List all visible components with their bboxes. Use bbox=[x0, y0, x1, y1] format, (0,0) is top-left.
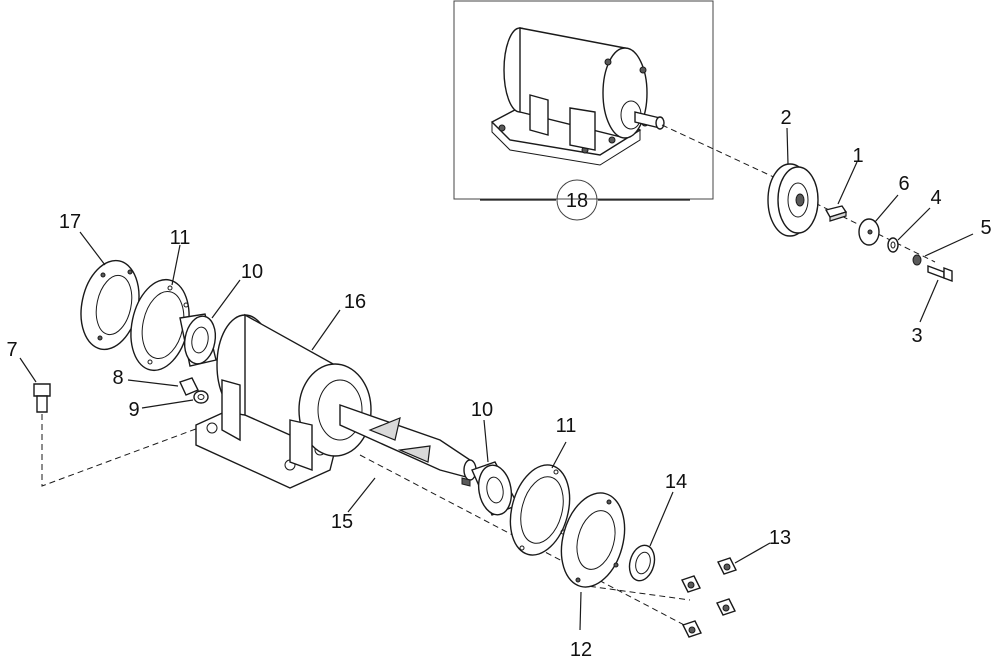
bolt-13-d bbox=[682, 620, 702, 638]
callout-13: 13 bbox=[769, 527, 791, 549]
washer-9 bbox=[141, 390, 209, 409]
lock-washer-4 bbox=[887, 207, 931, 253]
inset-motor-assembly bbox=[453, 0, 714, 221]
plug-8 bbox=[127, 377, 199, 396]
callout-11-upper: 11 bbox=[170, 227, 191, 249]
callout-15: 15 bbox=[331, 511, 353, 533]
motor-axis-line bbox=[661, 124, 781, 181]
key-part bbox=[824, 161, 858, 222]
pulley-group bbox=[767, 127, 819, 237]
inset-frame bbox=[453, 0, 714, 200]
callout-10-upper: 10 bbox=[241, 261, 263, 283]
callout-9: 9 bbox=[128, 399, 139, 421]
callout-18-circle bbox=[556, 179, 598, 221]
oil-seal-14 bbox=[628, 491, 674, 582]
callout-17: 17 bbox=[59, 211, 81, 233]
callout-8: 8 bbox=[112, 367, 123, 389]
callout-4: 4 bbox=[930, 187, 941, 209]
callout-16: 16 bbox=[344, 291, 366, 313]
bolt-3 bbox=[919, 264, 953, 323]
flange-cover-12 bbox=[560, 492, 626, 631]
callout-18: 18 bbox=[566, 190, 588, 212]
callout-5: 5 bbox=[980, 217, 991, 239]
bolt-13-b bbox=[681, 575, 701, 593]
callout-11-lower: 11 bbox=[556, 415, 577, 437]
callout-labels: 1 2 3 4 5 6 7 8 9 10 10 11 11 12 13 14 1… bbox=[6, 107, 991, 661]
callout-1: 1 bbox=[852, 145, 863, 167]
bearing-housing-16 bbox=[195, 309, 372, 489]
callout-12: 12 bbox=[570, 639, 592, 661]
bearing-10-left bbox=[179, 279, 241, 367]
callout-14: 14 bbox=[665, 471, 687, 493]
callout-3: 3 bbox=[911, 325, 922, 347]
bolt-13-a bbox=[717, 557, 737, 575]
bolts-13 bbox=[681, 542, 771, 638]
shaft-15 bbox=[339, 404, 477, 513]
callout-6: 6 bbox=[898, 173, 909, 195]
lower-axis-line bbox=[359, 454, 691, 629]
callout-7: 7 bbox=[6, 339, 17, 361]
spring-washer-5 bbox=[912, 233, 974, 266]
callout-2: 2 bbox=[780, 107, 791, 129]
housing-front-end bbox=[298, 363, 372, 457]
gasket-11-right bbox=[509, 441, 571, 556]
bolt-13-c bbox=[716, 598, 736, 616]
bearing-10-right bbox=[471, 419, 519, 516]
callout-10-lower: 10 bbox=[471, 399, 493, 421]
washer-6 bbox=[858, 194, 899, 246]
